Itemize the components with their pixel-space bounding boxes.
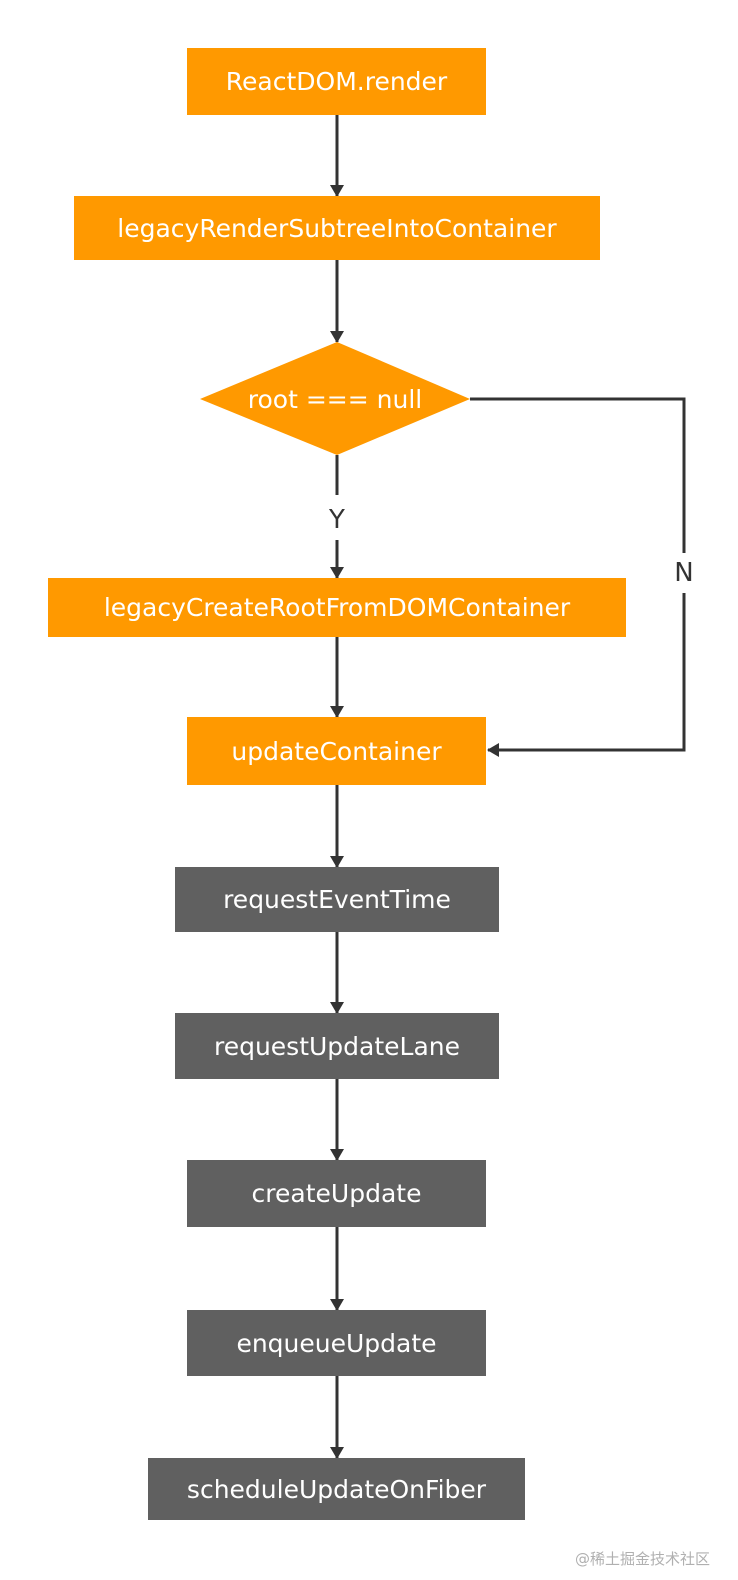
node-request-event-time: requestEventTime [175, 867, 499, 932]
node-schedule-update-on-fiber: scheduleUpdateOnFiber [148, 1458, 525, 1520]
edge-root-check-no [470, 397, 686, 757]
node-legacy-create-root-from-dom-container: legacyCreateRootFromDOMContainer [48, 578, 626, 637]
node-request-update-lane: requestUpdateLane [175, 1013, 499, 1079]
node-enqueue-update: enqueueUpdate [187, 1310, 486, 1376]
node-update-container: updateContainer [187, 717, 486, 785]
decision-root-null-label: root === null [247, 384, 423, 414]
node-legacy-render-subtree-into-container: legacyRenderSubtreeIntoContainer [74, 196, 600, 260]
node-react-dom-render: ReactDOM.render [187, 48, 486, 115]
edge-label-no: N [668, 553, 700, 593]
watermark: @稀土掘金技术社区 [574, 1550, 710, 1568]
edge-label-yes: Y [322, 500, 352, 540]
decision-diamond [200, 342, 470, 455]
node-create-update: createUpdate [187, 1160, 486, 1227]
